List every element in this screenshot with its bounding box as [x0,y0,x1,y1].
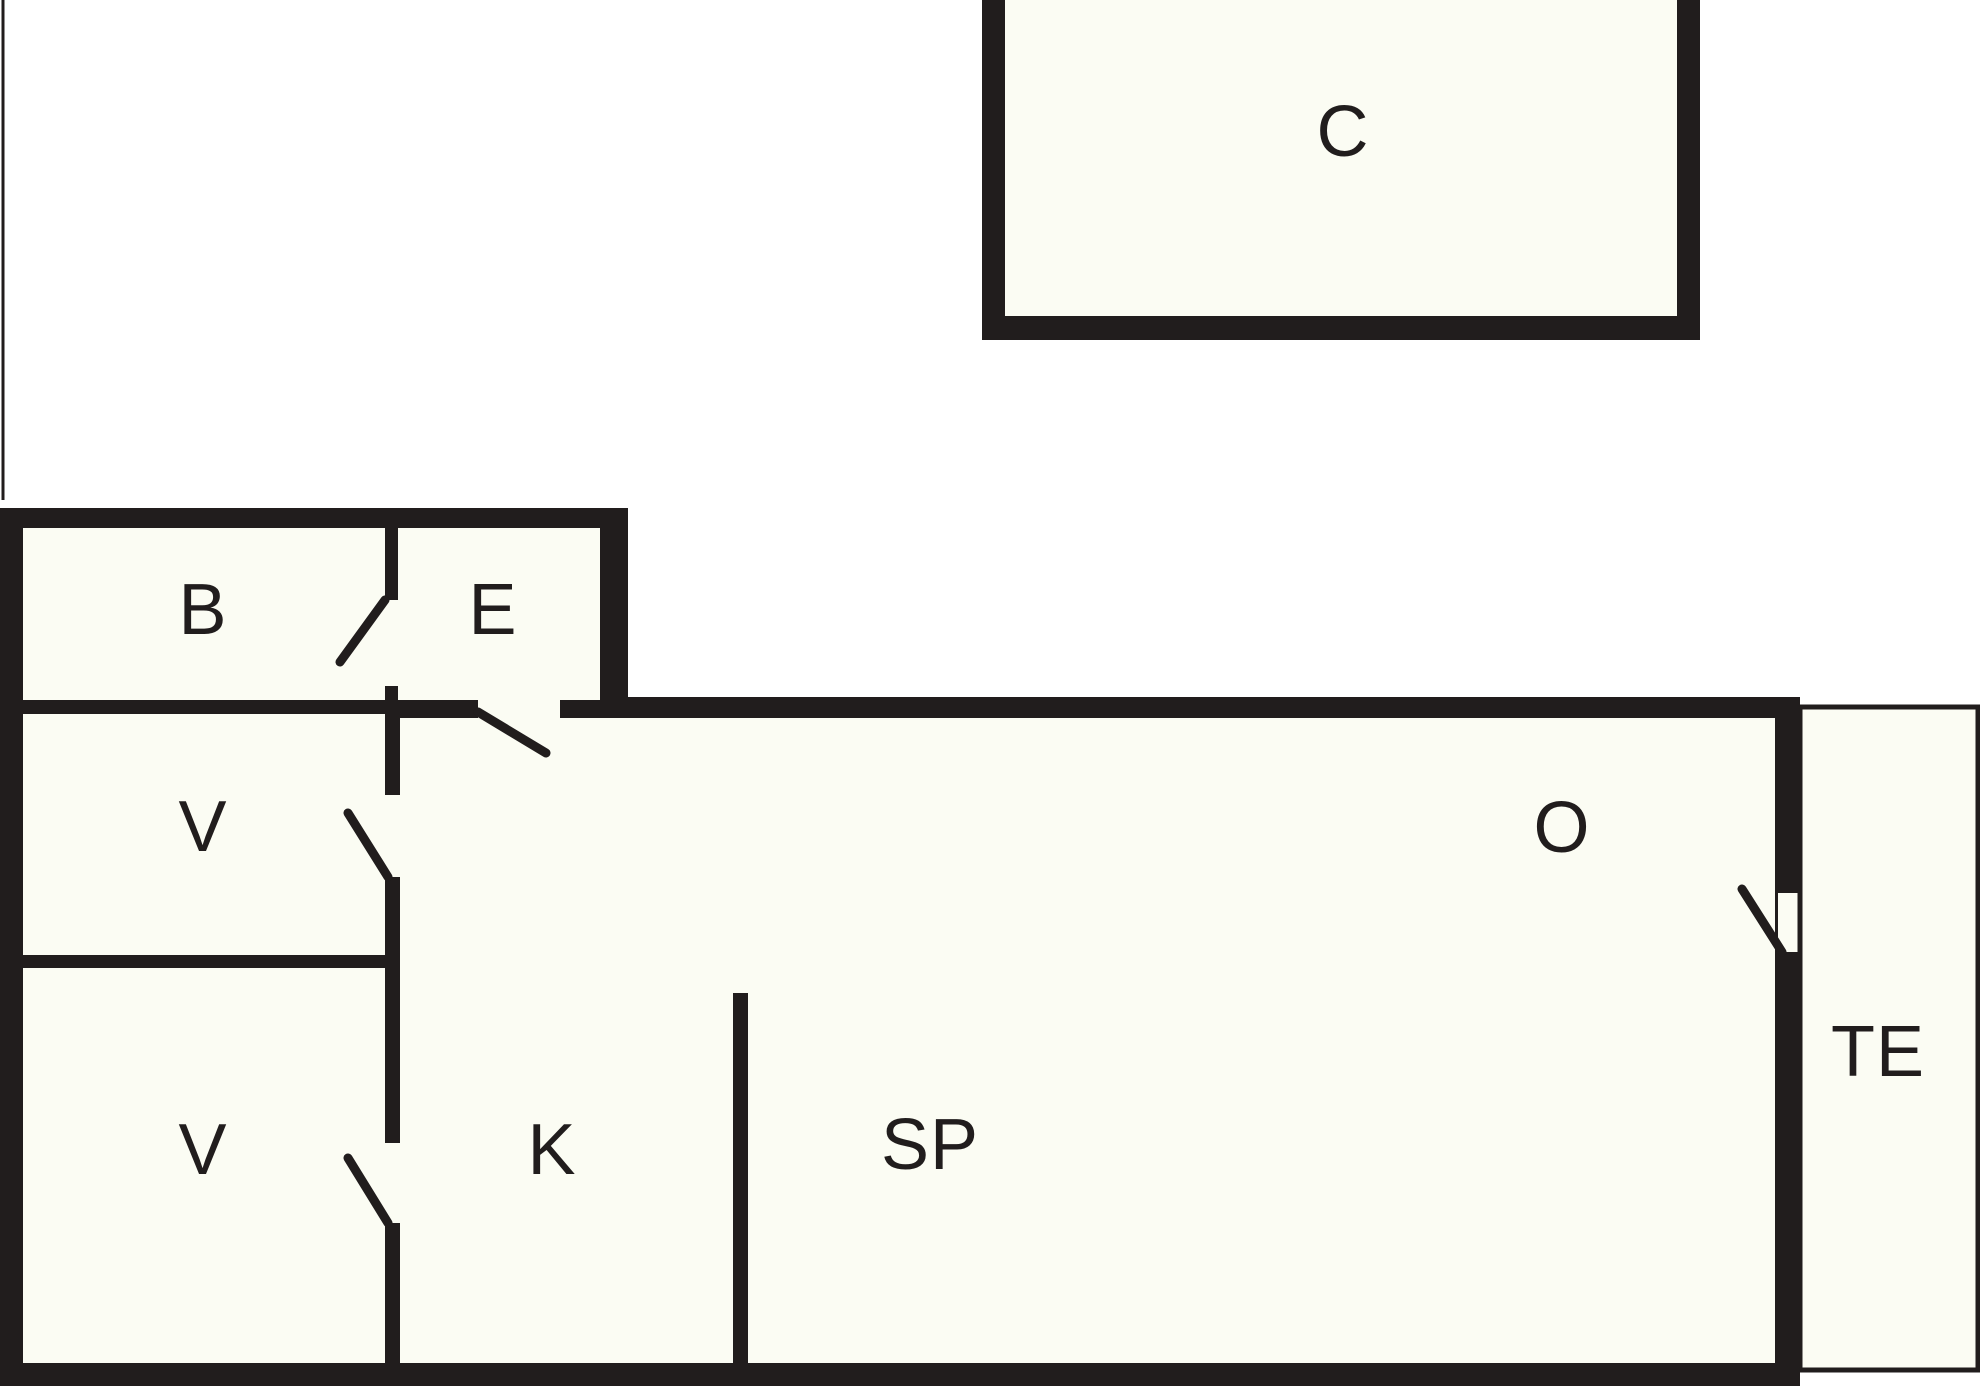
door-gap-door-o-te[interactable] [1778,893,1798,952]
door-swing-door-e-sp[interactable] [473,707,551,758]
room-label-v2: V [178,1110,227,1190]
door-gap-door-v2-k[interactable] [382,1143,402,1223]
room-v-lower-floor [23,968,385,1363]
room-label-c: C [1317,92,1370,172]
door-swing-door-b-e[interactable] [335,595,390,667]
room-b-floor [23,528,385,700]
terrace-te-outline [1797,704,1980,1373]
room-label-te: TE [1831,1012,1925,1092]
room-label-k: K [527,1110,576,1190]
door-swing-door-o-te[interactable] [1737,884,1787,957]
door-gap-door-v1-k[interactable] [382,795,402,877]
room-v-upper-floor [23,714,385,955]
room-label-o: O [1533,788,1590,868]
room-label-e: E [468,570,517,650]
room-label-v1: V [178,787,227,867]
room-label-sp: SP [881,1105,979,1185]
partition-k-sp [733,993,748,1363]
door-gap-door-b-e[interactable] [382,600,402,686]
room-e-floor [398,528,600,700]
room-c-floor [1005,0,1677,316]
room-open-span-floor [400,718,1775,1363]
door-swing-door-v2-k[interactable] [343,1153,393,1228]
room-label-b: B [178,570,227,650]
door-swing-door-v1-k[interactable] [343,808,393,882]
